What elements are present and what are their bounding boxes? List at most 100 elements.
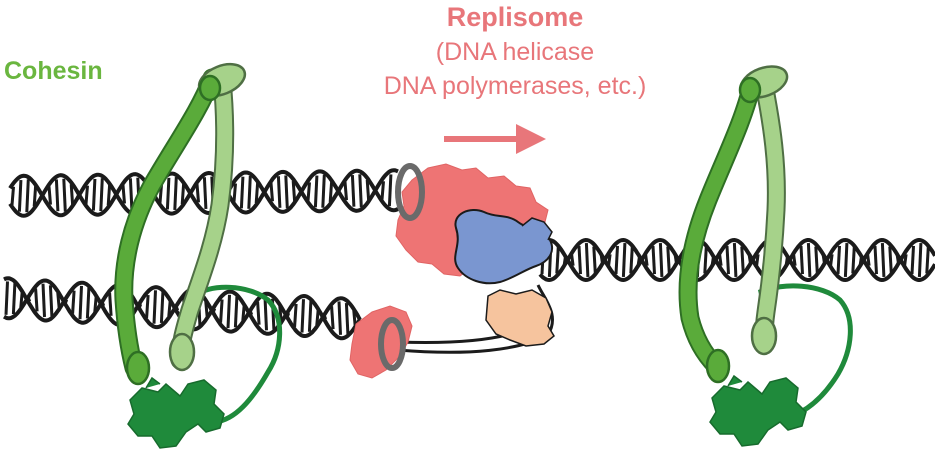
dna-base-pair xyxy=(925,246,930,274)
dna-base-pair xyxy=(165,177,171,210)
dna-base-pair xyxy=(836,245,841,275)
polymerase-peach xyxy=(485,289,555,347)
dna-base-pair xyxy=(145,294,150,319)
dna-base-pair xyxy=(629,246,634,274)
dna-base-pair xyxy=(337,301,342,335)
dna-base-pair xyxy=(195,183,200,203)
dna-base-pair xyxy=(34,288,39,312)
dna-base-pair xyxy=(577,245,582,275)
dna-strand-a xyxy=(8,168,399,218)
dna-base-pair xyxy=(300,299,305,333)
dna-base-pair xyxy=(226,294,231,329)
dna-base-pair xyxy=(740,246,745,274)
dna-base-pair xyxy=(307,300,313,332)
dna-base-pair xyxy=(84,185,89,205)
cohesin-subunits-right xyxy=(709,377,807,447)
dna-base-pair xyxy=(54,179,60,212)
dna-base-pair xyxy=(910,245,915,275)
dna-base-pair xyxy=(291,180,297,203)
dna-base-pair xyxy=(10,186,15,206)
dna-base-pair xyxy=(219,299,224,323)
dna-base-pair xyxy=(621,242,627,278)
dna-base-pair xyxy=(152,290,157,324)
dna-helix-top-left xyxy=(8,168,399,218)
dna-base-pair xyxy=(614,245,619,275)
dna-base-pair xyxy=(584,242,590,278)
dna-base-pair xyxy=(313,175,319,208)
dna-base-pair xyxy=(658,242,664,278)
dna-base-pair xyxy=(232,183,237,202)
replisome-subtitle-line2: DNA polymerases, etc.) xyxy=(383,72,647,100)
cohesin-subunits-left xyxy=(127,379,225,449)
dna-base-pair xyxy=(880,242,886,278)
dna-base-pair xyxy=(799,245,804,275)
dna-base-pair xyxy=(62,178,67,212)
dna-base-pair xyxy=(365,179,371,202)
dna-base-pair xyxy=(159,291,165,323)
dna-base-pair xyxy=(917,242,923,278)
dna-base-pair xyxy=(666,246,671,274)
dna-base-pair xyxy=(25,179,30,213)
dna-base-pair xyxy=(814,246,819,274)
cohesin-label: Cohesin xyxy=(4,57,103,85)
dna-base-pair xyxy=(128,178,134,211)
dna-base-pair xyxy=(233,296,239,328)
smc-head-light-right xyxy=(750,316,778,356)
dna-base-pair xyxy=(247,175,252,209)
dna-base-pair xyxy=(263,296,268,331)
dna-base-pair xyxy=(254,181,260,204)
dna-base-pair xyxy=(806,242,812,278)
dna-base-pair xyxy=(85,287,91,319)
dna-base-pair xyxy=(108,292,113,316)
dna-base-pair xyxy=(380,181,385,200)
dna-base-pair xyxy=(284,175,289,209)
dna-base-pair xyxy=(202,177,208,209)
dna-base-pair xyxy=(851,246,856,274)
dna-base-pair xyxy=(330,306,335,330)
dna-base-pair xyxy=(71,290,76,314)
dna-base-pair xyxy=(306,182,311,201)
pcna-ring-bottom xyxy=(378,317,406,371)
dna-base-pair xyxy=(703,246,708,274)
dna-base-pair xyxy=(344,303,350,335)
kleisin-loop-right xyxy=(759,283,853,423)
dna-base-pair xyxy=(843,242,849,278)
dna-base-pair xyxy=(32,184,38,207)
dna-base-pair xyxy=(888,246,893,274)
dna-base-pair xyxy=(269,182,274,202)
dna-base-pair xyxy=(17,179,23,212)
dna-base-pair xyxy=(47,186,52,205)
dna-base-pair xyxy=(11,283,17,315)
dna-base-pair xyxy=(293,303,298,328)
dna-base-pair xyxy=(343,181,348,201)
dna-base-pair xyxy=(121,185,126,204)
dna-base-pair xyxy=(725,245,730,275)
replisome-subtitle-line1: (DNA helicase xyxy=(435,38,595,66)
dna-base-pair xyxy=(592,246,597,274)
dna-base-pair xyxy=(91,178,97,211)
replisome-title: Replisome xyxy=(446,2,584,32)
dna-base-pair xyxy=(239,176,245,209)
dna-base-pair xyxy=(4,281,9,315)
smc-head-dark-right xyxy=(705,348,731,384)
dna-base-pair xyxy=(48,285,54,317)
dna-base-pair xyxy=(69,184,75,206)
dna-base-pair xyxy=(78,285,83,320)
dna-base-pair xyxy=(276,176,282,208)
dna-helix-bottom-left xyxy=(3,276,362,341)
dna-base-pair xyxy=(180,182,186,205)
dna-strand-b xyxy=(8,168,399,218)
dna-base-pair xyxy=(350,174,356,207)
dna-base-pair xyxy=(732,242,738,278)
dna-base-pair xyxy=(41,283,46,318)
dna-base-pair xyxy=(256,301,261,325)
direction-arrow xyxy=(444,124,546,154)
dna-base-pair xyxy=(387,174,393,207)
smc-head-light-left xyxy=(168,332,196,372)
dna-base-pair xyxy=(321,174,326,208)
smc-head-dark-left xyxy=(125,350,151,386)
dna-base-pair xyxy=(106,183,112,206)
dna-strand-a xyxy=(538,237,935,283)
